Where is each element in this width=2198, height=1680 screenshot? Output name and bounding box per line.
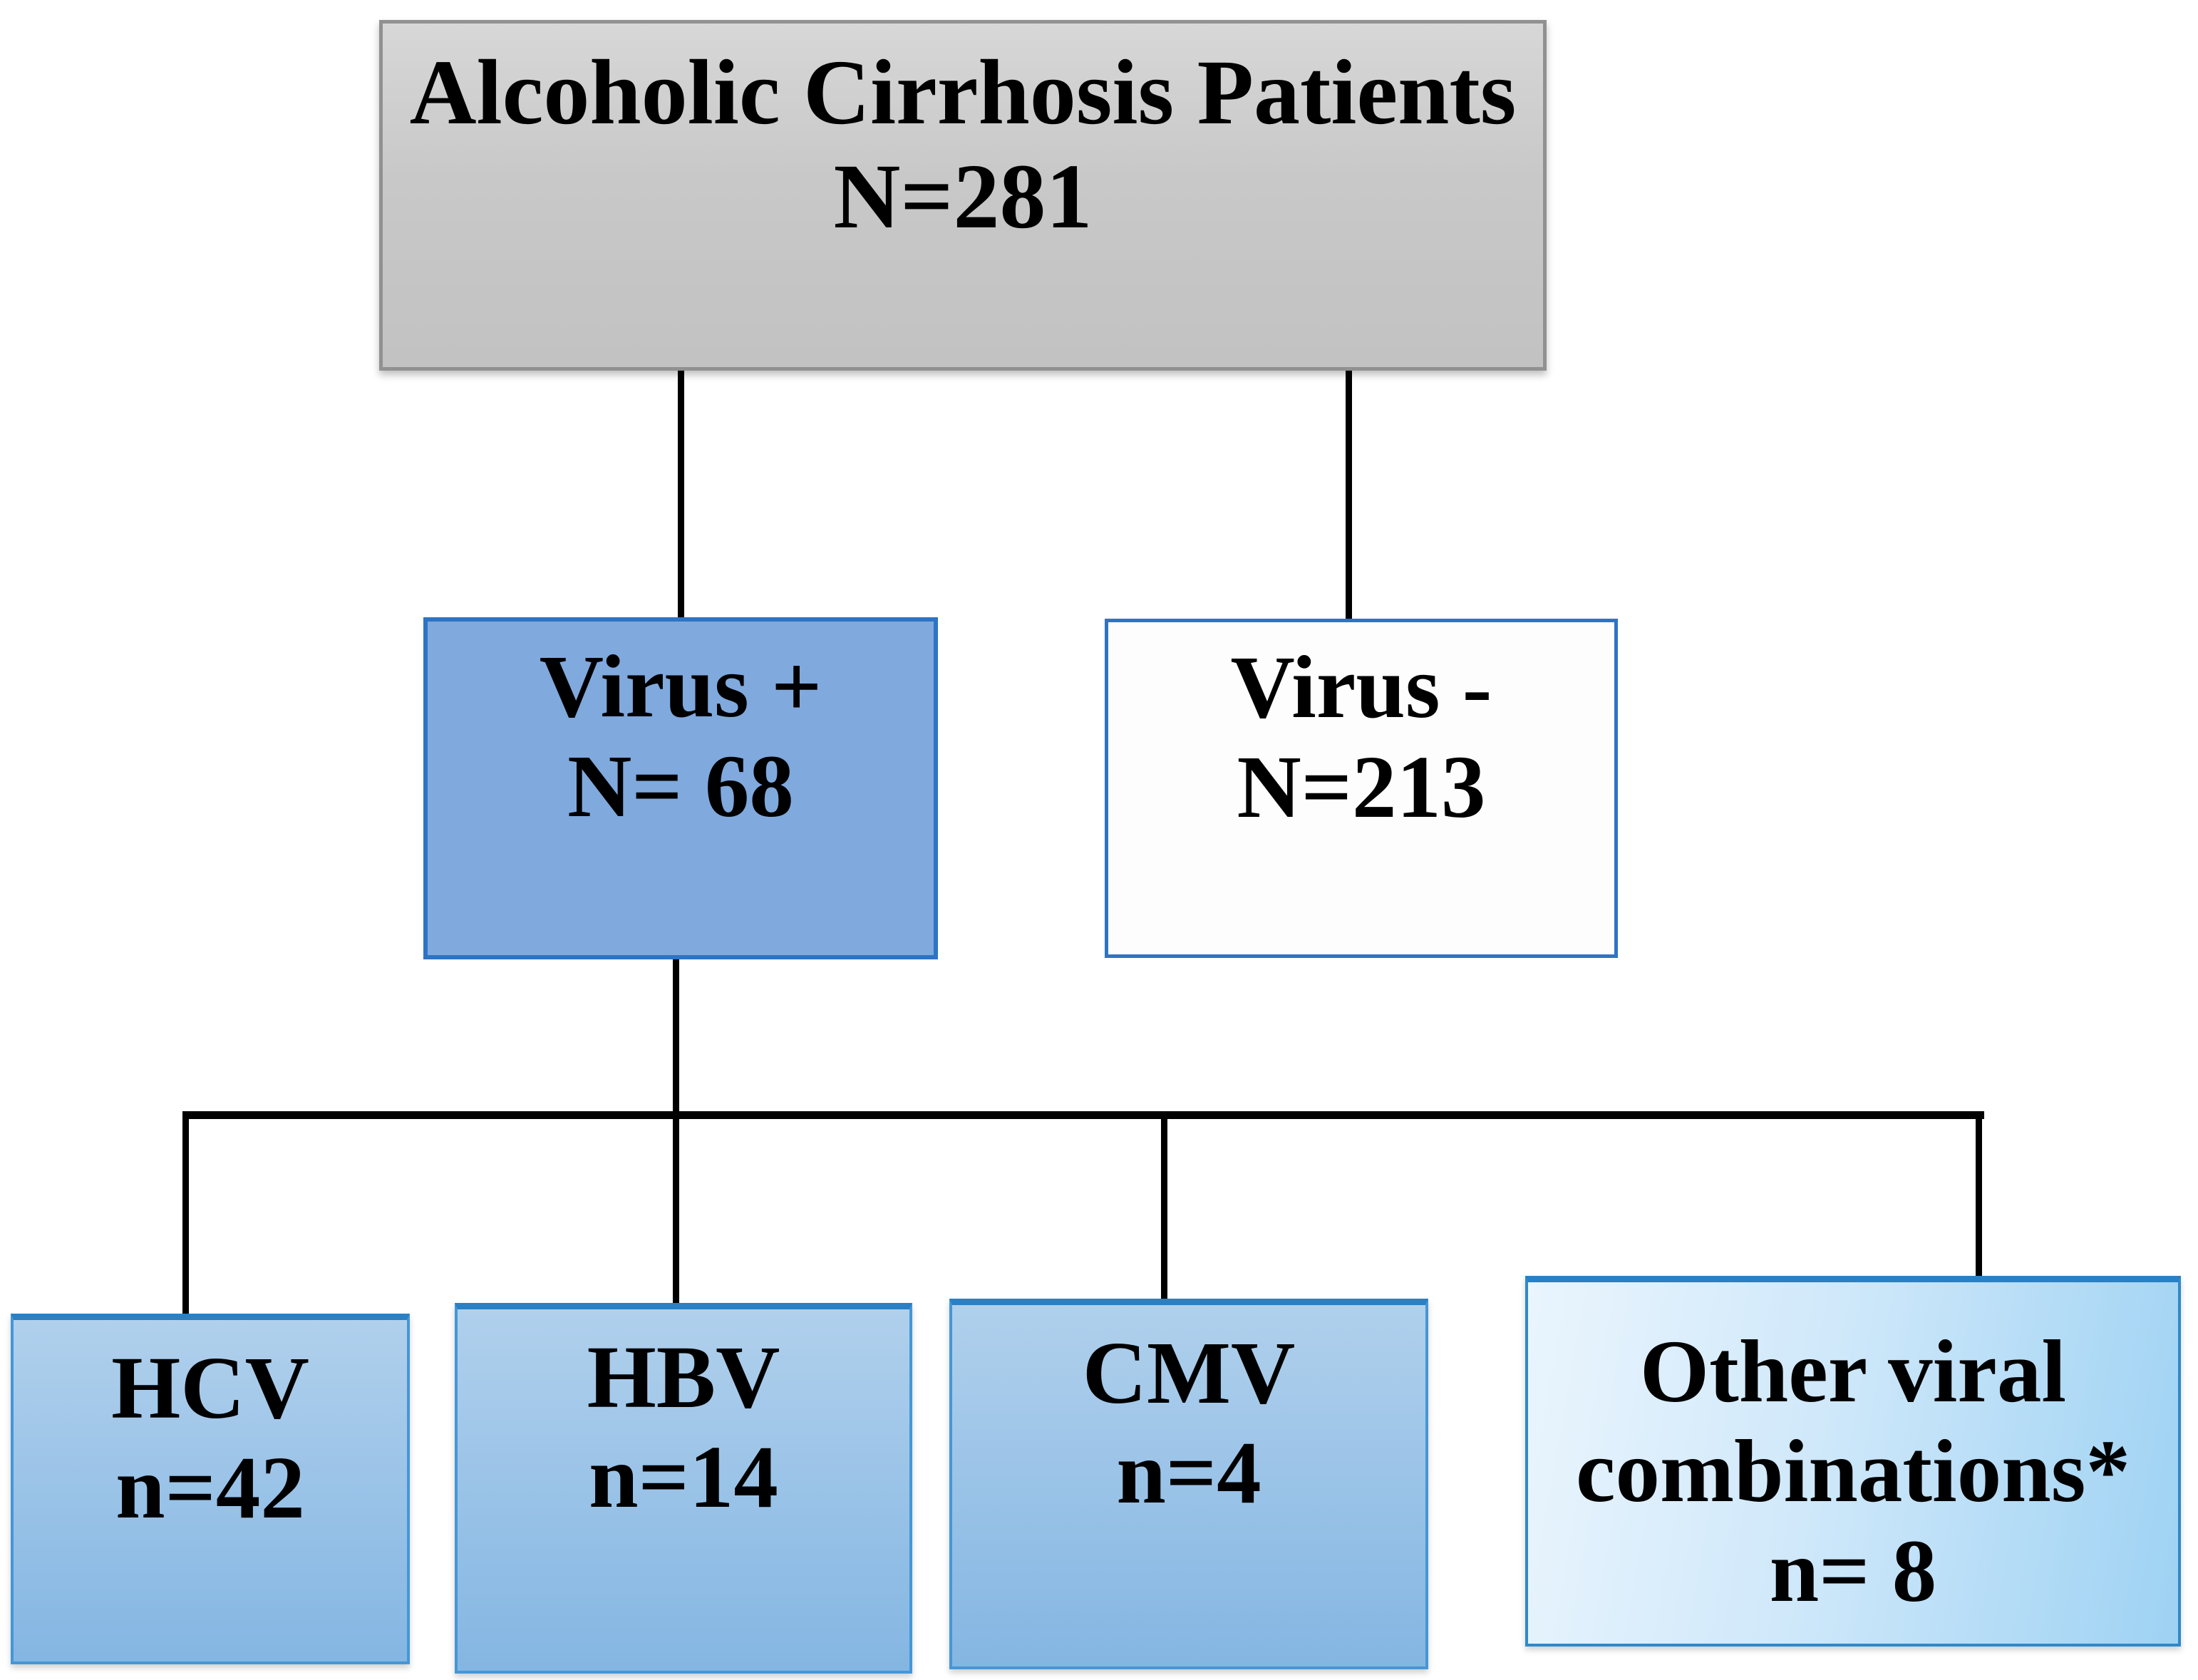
node-virusneg-count: N=213 <box>1237 738 1486 837</box>
node-hcv: HCV n=42 <box>11 1314 410 1664</box>
node-virusneg-label: Virus - <box>1230 639 1492 737</box>
node-other-label-1: Other viral <box>1639 1323 2067 1421</box>
connector-root-to-virusneg <box>1346 371 1352 620</box>
node-root-count: N=281 <box>833 145 1093 248</box>
node-alcoholic-cirrhosis-patients: Alcoholic Cirrhosis Patients N=281 <box>379 20 1547 371</box>
node-viruspos-label: Virus + <box>539 638 822 736</box>
connector-bar-to-hcv <box>182 1111 189 1332</box>
node-other-label-2: combinations* <box>1576 1423 2130 1521</box>
node-root-label: Alcoholic Cirrhosis Patients <box>409 41 1517 144</box>
node-hbv-label: HBV <box>587 1329 780 1427</box>
node-hcv-count: n=42 <box>115 1439 305 1537</box>
node-cmv-count: n=4 <box>1116 1424 1261 1522</box>
node-hbv: HBV n=14 <box>455 1303 912 1674</box>
node-cmv: CMV n=4 <box>949 1299 1428 1669</box>
node-viruspos-count: N= 68 <box>567 738 794 836</box>
node-virus-positive: Virus + N= 68 <box>423 617 938 959</box>
node-other-count: n= 8 <box>1769 1522 1937 1621</box>
node-virus-negative: Virus - N=213 <box>1105 619 1618 958</box>
connector-horizontal-bar <box>182 1111 1984 1119</box>
connector-bar-to-cmv <box>1161 1114 1167 1317</box>
node-cmv-label: CMV <box>1082 1324 1296 1423</box>
node-hbv-count: n=14 <box>589 1428 778 1527</box>
connector-root-to-viruspos <box>678 371 684 619</box>
node-hcv-label: HCV <box>111 1339 309 1438</box>
node-other-viral-combinations: Other viral combinations* n= 8 <box>1525 1276 2181 1646</box>
connector-bar-to-other <box>1976 1114 1982 1296</box>
connector-viruspos-to-hbv <box>673 959 679 1324</box>
